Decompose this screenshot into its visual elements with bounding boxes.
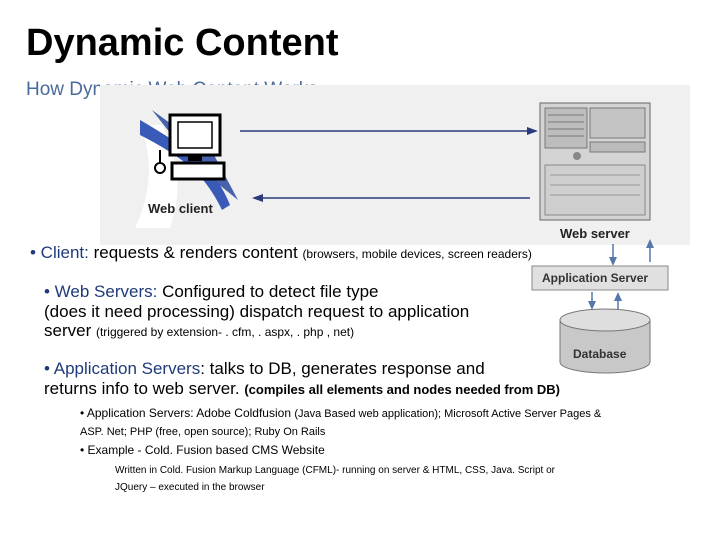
bullet-client: • Client: requests & renders content (br… — [30, 243, 532, 263]
bullet-app-servers-line2-text: returns info to web server. — [44, 378, 245, 398]
subbullet-example-line1: Written in Cold. Fusion Markup Language … — [115, 465, 555, 476]
app-to-server-arrow — [646, 239, 654, 262]
bullet-client-text: requests & renders content — [93, 243, 303, 262]
server-to-app-arrow — [609, 244, 617, 266]
web-server-label: Web server — [560, 226, 630, 241]
bullet-web-servers: • Web Servers: Configured to detect file… — [44, 282, 469, 341]
bullet-app-servers-line1: • Application Servers: talks to DB, gene… — [44, 359, 560, 379]
bullet-client-head: • Client: — [30, 243, 94, 262]
db-to-app-arrow — [614, 292, 622, 310]
bullet-web-servers-line3: server (triggered by extension- . cfm, .… — [44, 321, 469, 341]
subbullet-app-servers-line2: ASP. Net; PHP (free, open source); Ruby … — [80, 426, 326, 438]
subbullet-app-servers: • Application Servers: Adobe Coldfusion … — [80, 404, 601, 441]
bullet-web-servers-note: (triggered by extension- . cfm, . aspx, … — [95, 325, 355, 340]
bullet-web-servers-head: • Web Servers: — [44, 282, 163, 301]
bullet-web-servers-line2: (does it need processing) dispatch reque… — [44, 301, 470, 321]
bullet-client-note: (browsers, mobile devices, screen reader… — [302, 247, 532, 261]
bullet-app-servers: • Application Servers: talks to DB, gene… — [44, 359, 560, 398]
subbullet-example-detail: Written in Cold. Fusion Markup Language … — [115, 462, 555, 496]
bullet-web-servers-line1-text: Configured to detect file type — [162, 282, 379, 301]
bullet-app-servers-line2: returns info to web server. (compiles al… — [44, 379, 560, 399]
app-server-label: Application Server — [542, 271, 648, 285]
response-arrow — [252, 194, 530, 202]
web-client-icon — [135, 110, 238, 228]
app-to-db-arrow — [588, 292, 596, 310]
bullet-web-servers-line3-text: server — [44, 321, 96, 341]
bullet-app-servers-note: (compiles all elements and nodes needed … — [244, 381, 561, 397]
subbullet-app-servers-head: • Application Servers: Adobe Coldfusion — [80, 406, 295, 420]
bullet-app-servers-head: • Application Servers — [44, 359, 201, 378]
request-arrow — [240, 127, 538, 135]
app-server-box — [531, 265, 669, 291]
database-icon — [559, 308, 651, 374]
subbullet-example-line2: JQuery – executed in the browser — [115, 482, 265, 493]
subbullet-app-servers-detail: (Java Based web application); Microsoft … — [294, 408, 602, 420]
slide-title: Dynamic Content — [26, 22, 339, 64]
bullet-web-servers-line1: • Web Servers: Configured to detect file… — [44, 282, 469, 302]
database-label: Database — [573, 347, 627, 361]
subbullet-app-servers-line1: • Application Servers: Adobe Coldfusion … — [80, 404, 601, 423]
web-server-icon — [539, 102, 651, 221]
web-client-label: Web client — [148, 201, 213, 216]
bullet-app-servers-line1-text: : talks to DB, generates response and — [200, 359, 485, 378]
subbullet-example: • Example - Cold. Fusion based CMS Websi… — [80, 443, 325, 457]
